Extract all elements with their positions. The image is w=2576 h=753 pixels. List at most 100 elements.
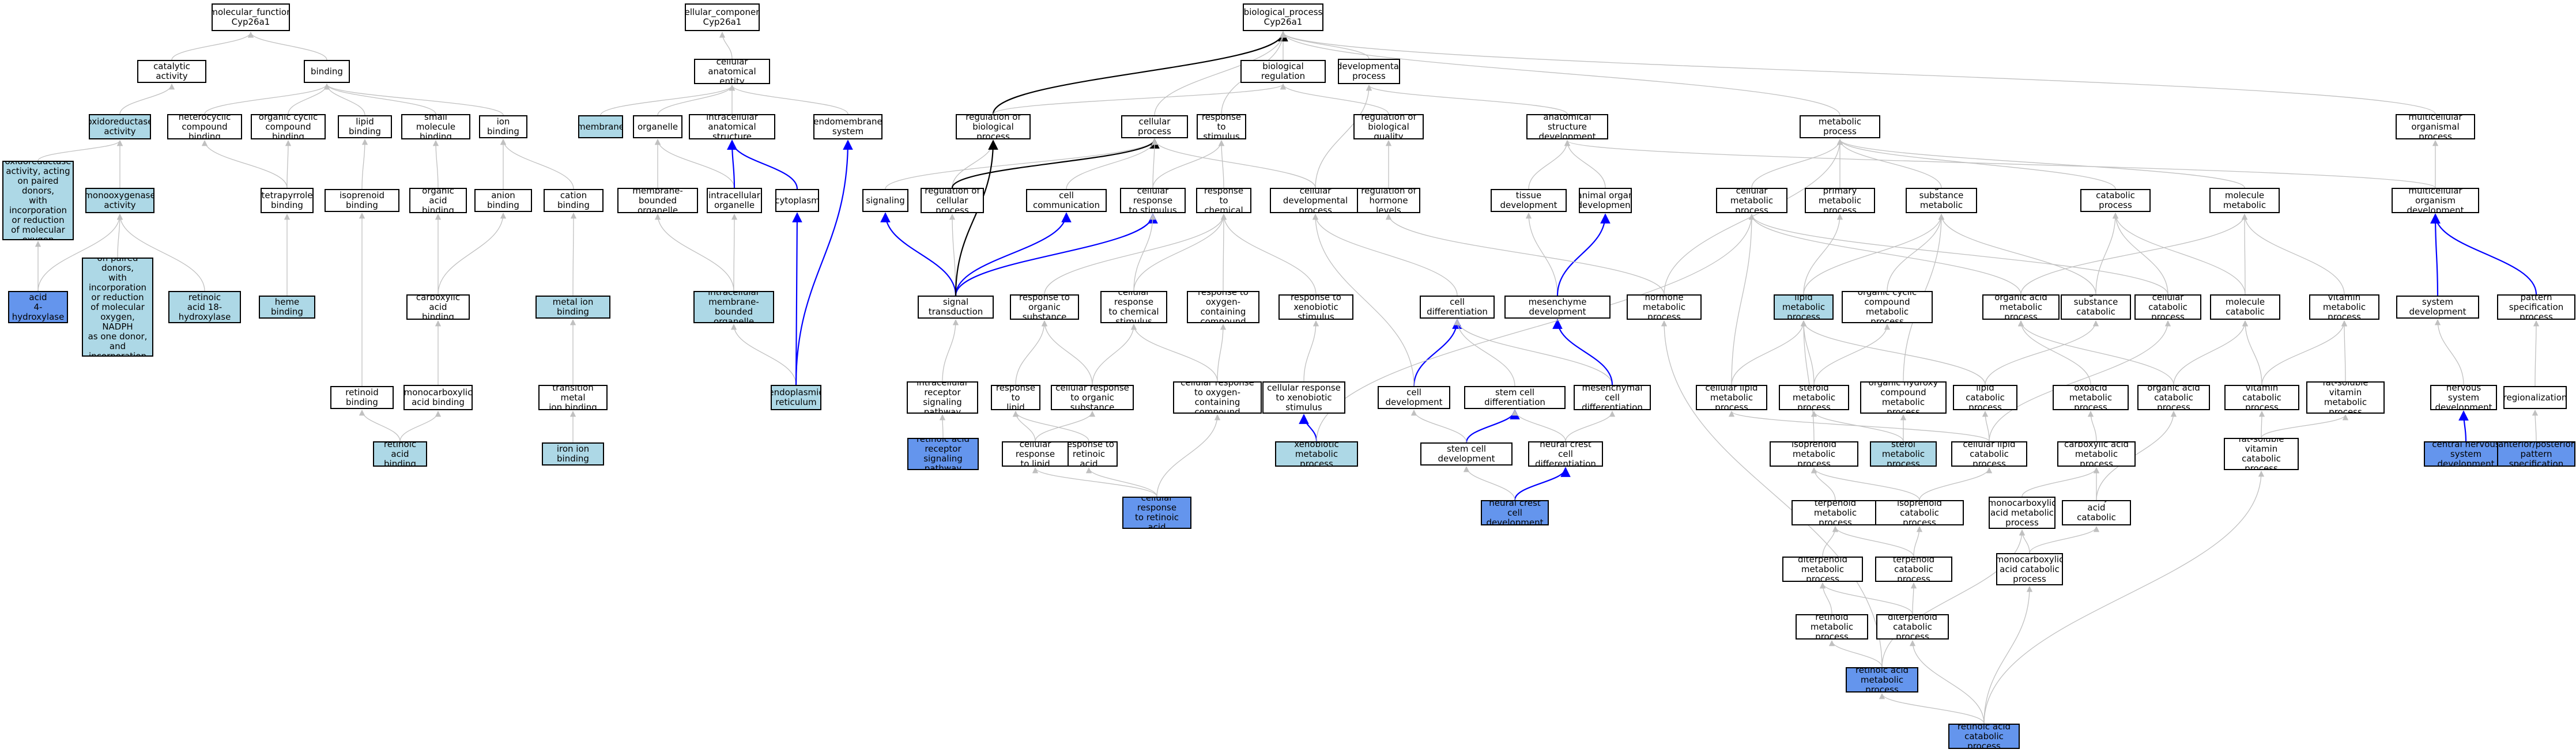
grey-edge — [1032, 467, 1157, 497]
go-term-node: lipid metabolic process — [1774, 294, 1834, 320]
grey-edge — [361, 138, 368, 190]
blue-edge — [1413, 319, 1462, 387]
grey-edge — [1751, 138, 1843, 188]
go-term-node: multicellular organism development — [2392, 188, 2479, 213]
go-term-node: lipid catabolic process — [1953, 385, 2017, 410]
grey-edge — [1092, 323, 1137, 385]
go-term-node: mesenchymal cell differentiation — [1574, 385, 1651, 410]
grey-edge — [1463, 466, 1515, 501]
grey-edge — [1910, 582, 1917, 615]
grey-edge — [1879, 693, 1985, 724]
grey-edge — [729, 84, 848, 115]
go-term-node: lipid binding — [338, 115, 392, 138]
go-term-node: heterocyclic compound binding — [167, 114, 242, 139]
grey-edge — [939, 414, 946, 438]
grey-edge — [570, 212, 577, 296]
go-term-node: cation binding — [544, 189, 604, 212]
grey-edge — [437, 212, 507, 295]
grey-edge — [1919, 467, 1993, 501]
go-term-node: membrane — [578, 115, 623, 138]
go-term-node: diterpenoid catabolic process — [1876, 614, 1949, 640]
grey-edge — [1528, 139, 1571, 190]
grey-edge — [37, 139, 123, 161]
go-term-node: intracellular anatomical structure — [689, 114, 775, 139]
go-term-node: regulation of biological quality — [1353, 114, 1424, 139]
grey-edge — [2341, 320, 2348, 382]
grey-edge — [1803, 213, 1843, 295]
blue-edge — [2430, 213, 2441, 296]
blue-edge — [1556, 213, 1611, 296]
go-term-node: fat-soluble vitamin metabolic process — [2306, 381, 2385, 414]
grey-edge — [1525, 212, 1558, 296]
go-term-node: catalytic activity — [137, 60, 206, 83]
grey-edge — [1315, 84, 1372, 188]
grey-edge — [1983, 470, 2265, 724]
go-term-node: anatomical structure development — [1526, 114, 1608, 139]
blue-edge — [2458, 410, 2469, 442]
go-term-node: cellular response to organic substance — [1051, 385, 1134, 410]
go-term-node: cell development — [1378, 386, 1450, 409]
go-term-node: regionalization — [2503, 386, 2567, 409]
grey-edge — [1280, 31, 2436, 115]
go-term-node: vitamin catabolic process — [2224, 385, 2299, 410]
grey-edge — [1130, 323, 1218, 382]
grey-edge — [1731, 213, 1755, 385]
grey-edge — [1454, 319, 1515, 387]
grey-edge — [1152, 139, 1225, 188]
grey-edge — [2021, 467, 2100, 497]
go-term-node: response to stimulus — [1197, 114, 1246, 139]
blue-edge — [2430, 213, 2537, 295]
blue-edge — [955, 213, 1158, 296]
go-term-node: terpenoid catabolic process — [1875, 557, 1952, 582]
go-term-node: biological_process Cyp26a1 — [1243, 3, 1323, 31]
grey-edge — [1035, 410, 1096, 442]
go-term-node: cellular response to chemical stimulus — [1100, 291, 1167, 323]
go-term-node: iron ion binding — [542, 442, 604, 466]
grey-edge — [1828, 640, 1883, 668]
grey-edge — [116, 213, 205, 292]
go-term-node: cellular process — [1121, 115, 1188, 138]
grey-edge — [2112, 212, 2246, 295]
go-term-node: organic acid catabolic process — [2137, 385, 2210, 410]
go-term-node: oxoacid metabolic process — [2053, 385, 2129, 410]
go-term-node: carboxylic acid metabolic process — [2057, 441, 2136, 467]
grey-edge — [1085, 467, 1157, 497]
grey-edge — [1803, 213, 1945, 295]
grey-edge — [1836, 138, 1942, 188]
grey-edge — [204, 83, 330, 115]
go-term-node: diterpenoid metabolic process — [1782, 557, 1863, 582]
go-term-node: organic cyclic compound metabolic proces… — [1842, 291, 1933, 323]
black-edge — [951, 138, 1160, 188]
grey-edge — [719, 31, 733, 59]
grey-edge — [657, 84, 736, 116]
grey-edge — [1836, 138, 2245, 188]
grey-edge — [1385, 213, 1665, 295]
grey-edge — [1887, 213, 1945, 292]
go-term-node: primary metabolic process — [1805, 188, 1875, 213]
go-term-node: system development — [2396, 296, 2479, 319]
go-term-node: xenobiotic metabolic process — [1275, 441, 1358, 467]
grey-edge — [2533, 320, 2540, 387]
go-term-node: retinoid metabolic process — [1796, 614, 1868, 640]
grey-edge — [2017, 320, 2091, 385]
grey-edge — [2112, 212, 2168, 295]
go-term-node: organelle — [633, 115, 682, 138]
go-term-node: ion binding — [479, 115, 527, 138]
go-term-node: cellular metabolic process — [1716, 188, 1787, 213]
go-term-node: cellular lipid catabolic process — [1951, 441, 2027, 467]
go-term-node: retinoid binding — [330, 386, 394, 409]
go-term-node: isoprenoid catabolic process — [1875, 500, 1964, 525]
grey-edge — [1989, 320, 2171, 442]
go-term-node: nervous system development — [2430, 385, 2497, 410]
grey-edge — [1819, 582, 1913, 615]
grey-edge — [432, 139, 439, 188]
grey-edge — [247, 31, 327, 60]
grey-edge — [1832, 525, 1914, 557]
go-term-node: anterior/posterior pattern specification — [2497, 441, 2575, 467]
go-term-node: cellular response to lipid — [1002, 441, 1069, 467]
grey-edge — [1015, 320, 1048, 385]
grey-edge — [1012, 410, 1089, 442]
go-term-node: stem cell differentiation — [1464, 386, 1566, 409]
